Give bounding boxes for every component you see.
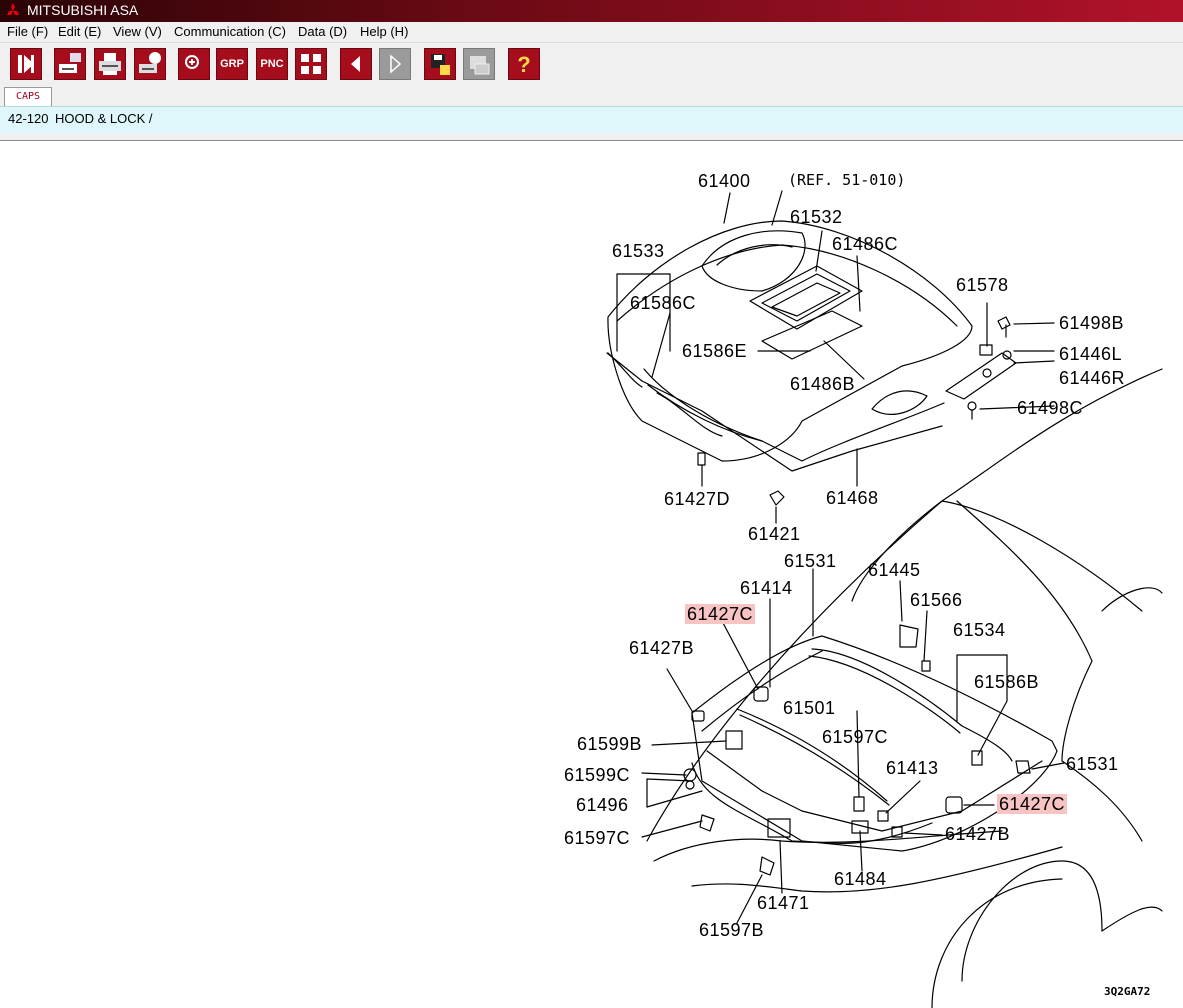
menu-file[interactable]: File (F) [7,24,49,39]
menu-communication[interactable]: Communication (C) [174,24,286,39]
part-label[interactable]: 61427D [664,489,731,509]
part-label[interactable]: 61578 [956,275,1009,295]
menu-edit[interactable]: Edit (E) [58,24,102,39]
part-label[interactable]: 61586E [682,341,748,361]
separator [0,133,1183,141]
menu-data[interactable]: Data (D) [298,24,348,39]
part-label-highlighted[interactable]: 61427C [997,794,1068,814]
part-label[interactable]: 61484 [834,869,887,889]
part-label[interactable]: 61421 [748,524,801,544]
menu-help[interactable]: Help (H) [360,24,409,39]
toolbar: GRP PNC ? [0,42,1183,87]
mitsubishi-logo-icon [7,3,19,15]
exit-icon [18,55,34,73]
part-label[interactable]: 61599B [577,734,643,754]
grid-icon [301,54,321,74]
part-label[interactable]: 61586C [630,293,697,313]
next-button[interactable] [379,48,411,80]
print-setup-button[interactable] [134,48,166,80]
part-label[interactable]: 61413 [886,758,939,778]
part-label[interactable]: 61531 [1066,754,1119,774]
part-label[interactable]: 61531 [784,551,837,571]
path-title: HOOD & LOCK / [55,111,153,126]
part-label[interactable]: 61501 [783,698,836,718]
part-label[interactable]: 61486B [790,374,856,394]
part-label[interactable]: 61468 [826,488,879,508]
menu-bar: File (F) Edit (E) View (V) Communication… [0,22,1183,42]
diagram-code: 3Q2GA72 [1104,985,1151,998]
part-label[interactable]: 61446L [1059,344,1123,364]
arrow-left-icon [351,56,360,72]
print-button[interactable] [94,48,126,80]
folder-icon [470,56,490,75]
path-code: 42-120 [8,111,49,126]
part-label[interactable]: 61427B [629,638,695,658]
grid-view-button[interactable] [295,48,327,80]
breadcrumb: 42-120 HOOD & LOCK / [0,106,1183,134]
printer-settings-icon [139,52,161,73]
part-label[interactable]: 61597C [564,828,631,848]
part-label[interactable]: 61486C [832,234,899,254]
save-button[interactable] [424,48,456,80]
reference-label[interactable]: (REF. 51-010) [788,171,906,189]
part-label[interactable]: 61427B [945,824,1011,844]
part-label[interactable]: 61471 [757,893,810,913]
help-button[interactable]: ? [508,48,540,80]
part-label[interactable]: 61586B [974,672,1040,692]
arrow-right-icon [390,54,402,74]
part-label-highlighted[interactable]: 61427C [685,604,756,624]
part-label[interactable]: 61400 [698,171,751,191]
part-label[interactable]: 61534 [953,620,1006,640]
part-label[interactable]: 61597C [822,727,889,747]
part-label[interactable]: 61496 [576,795,629,815]
open-button[interactable] [463,48,495,80]
part-label[interactable]: 61445 [868,560,921,580]
tab-caps[interactable]: CAPS [4,87,52,106]
diagram-canvas: 61400 (REF. 51-010) 61532 61486C 61533 6… [2,141,1181,1008]
title-bar: MITSUBISHI ASA [0,0,1183,22]
printer-icon [99,53,121,75]
svg-text:?: ? [517,52,530,77]
part-label[interactable]: 61414 [740,578,793,598]
part-label[interactable]: 61566 [910,590,963,610]
part-label[interactable]: 61498B [1059,313,1125,333]
grp-button[interactable]: GRP [216,48,248,80]
menu-view[interactable]: View (V) [113,24,162,39]
zoom-button[interactable] [178,48,210,80]
zoom-icon [185,55,199,69]
part-label[interactable]: 61533 [612,241,665,261]
part-label[interactable]: 61532 [790,207,843,227]
printer-screen-icon [59,53,81,73]
save-disk-icon [431,54,450,75]
window-title: MITSUBISHI ASA [27,2,139,18]
tab-row: CAPS [0,86,1183,106]
part-label[interactable]: 61498C [1017,398,1084,418]
hood-lock-diagram [606,190,1163,1008]
part-label[interactable]: 61446R [1059,368,1126,388]
previous-button[interactable] [340,48,372,80]
exit-button[interactable] [10,48,42,80]
question-icon: ? [517,52,530,77]
pnc-button[interactable]: PNC [256,48,288,80]
part-label[interactable]: 61597B [699,920,765,940]
print-preview-button[interactable] [54,48,86,80]
part-label[interactable]: 61599C [564,765,631,785]
